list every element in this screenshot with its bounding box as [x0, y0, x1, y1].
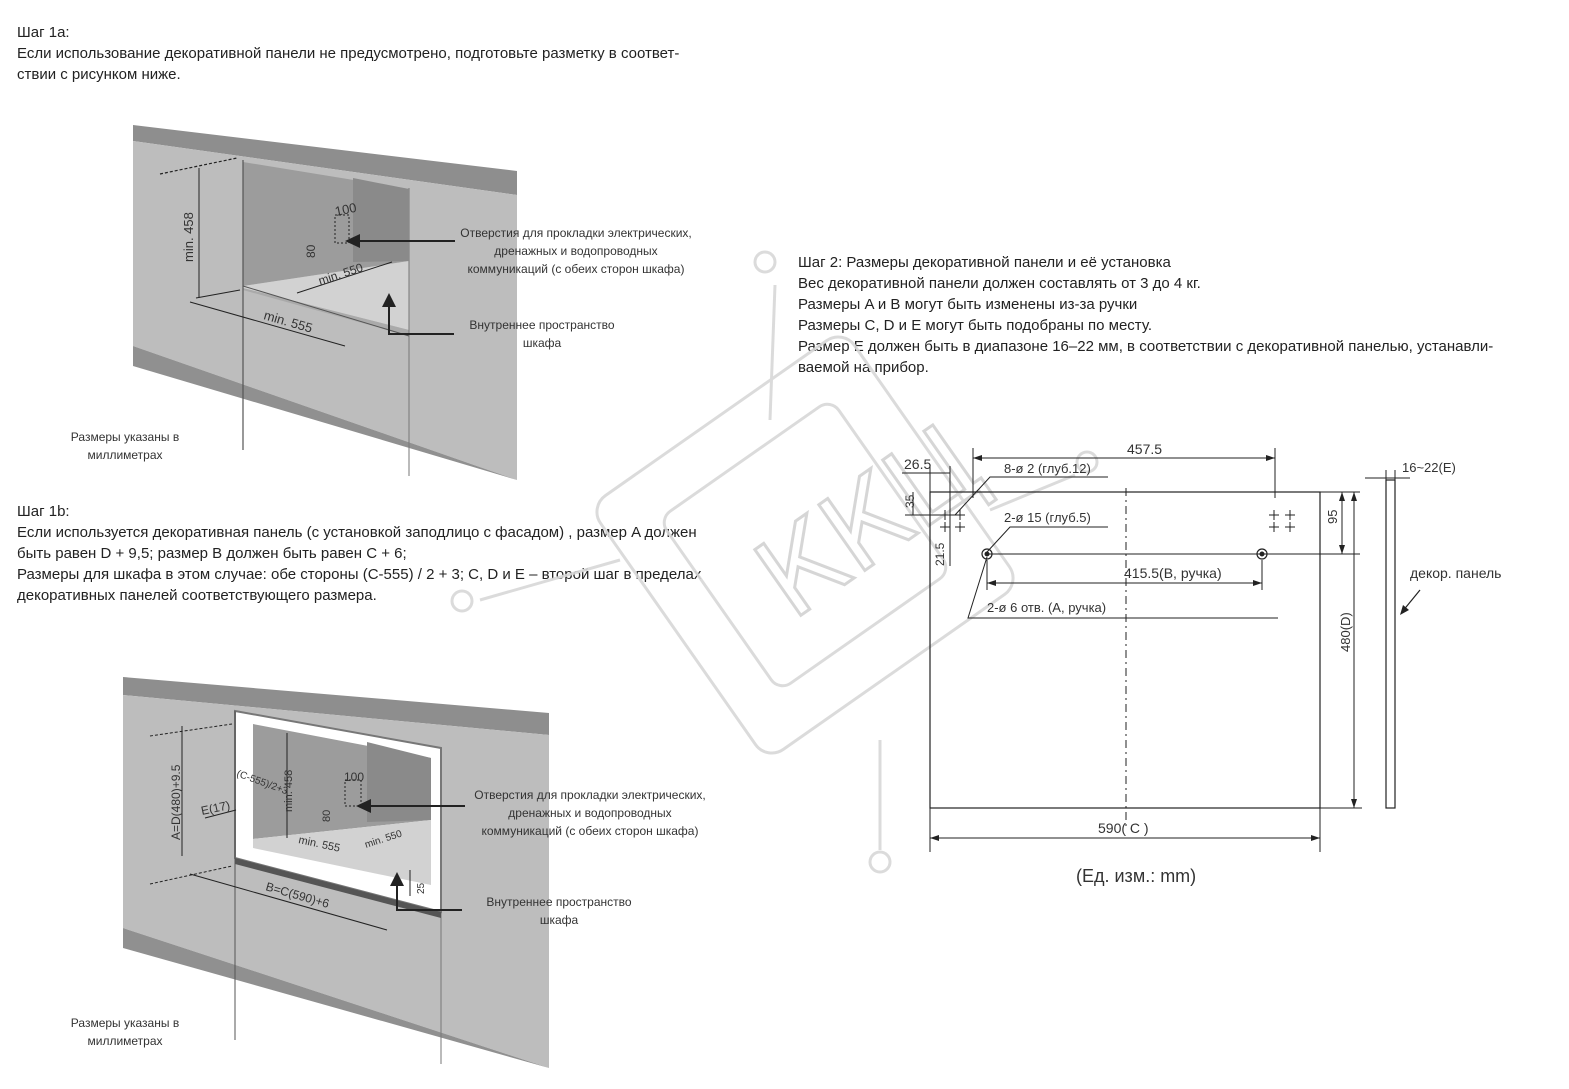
panel-dim-95: 95 — [1325, 510, 1340, 524]
fig2-dim-e: E(17) — [200, 798, 232, 818]
step1a-text: Шаг 1а: Если использование декоративной … — [17, 22, 679, 85]
panel-dim-215: 21.5 — [933, 542, 947, 566]
fig1-dim-height: min. 458 — [181, 212, 196, 262]
step1b-line4: декоративных панелей соответствующего ра… — [17, 587, 377, 604]
fig1-callout-holes: Отверстия для прокладки электрических, д… — [460, 226, 692, 276]
panel-side-label: декор. панель — [1410, 565, 1501, 581]
step1b-line2: быть равен D + 9,5; размер В должен быть… — [17, 545, 407, 562]
panel-dim-e: 16~22(E) — [1402, 460, 1456, 475]
step2-line5: ваемой на прибор. — [798, 359, 929, 376]
fig2-dim-100: 100 — [344, 770, 364, 784]
step1b-line1: Если используется декоративная панель (с… — [17, 524, 697, 541]
step1a-title: Шаг 1а: — [17, 24, 70, 41]
step1a-line1: Если использование декоративной панели н… — [17, 45, 680, 62]
step2-line1: Вес декоративной панели должен составлят… — [798, 275, 1201, 292]
fig2-dim-25: 25 — [416, 882, 427, 894]
step2-line3: Размеры С, D и Е могут быть подобраны по… — [798, 317, 1153, 334]
step2-line2: Размеры A и B могут быть изменены из-за … — [798, 296, 1138, 313]
step1b-title: Шаг 1b: — [17, 503, 70, 520]
figure-1b-cabinet: A=D(480)+9.5 E(17) (C-555)/2+3 min. 458 … — [123, 677, 549, 1068]
fig1-callout-inner: Внутреннее пространство шкафа — [469, 318, 615, 350]
fig2-dim-80: 80 — [321, 810, 333, 822]
step2-text: Шаг 2: Размеры декоративной панели и её … — [798, 252, 1493, 378]
panel-holes-big: 2-ø 15 (глуб.5) — [1004, 510, 1091, 525]
fig2-units-note: Размеры указаны в миллиметрах — [70, 1016, 180, 1048]
panel-dim-590: 590( C ) — [1098, 820, 1149, 836]
panel-arrowheads — [930, 455, 1409, 841]
fig1-units-note: Размеры указаны в миллиметрах — [70, 430, 180, 462]
panel-dim-4155: 415.5(B, ручка) — [1124, 565, 1222, 581]
panel-holes-handle: 2-ø 6 отв. (A, ручка) — [987, 600, 1106, 615]
fig1-dim-100: 100 — [334, 200, 358, 219]
panel-drawing — [902, 448, 1421, 852]
panel-dim-265: 26.5 — [904, 456, 931, 472]
step1b-line3: Размеры для шкафа в этом случае: обе сто… — [17, 566, 702, 583]
panel-dim-35: 35 — [903, 494, 917, 508]
fig2-dim-a: A=D(480)+9.5 — [169, 764, 183, 840]
panel-dim-480: 480(D) — [1338, 612, 1353, 652]
watermark-text: ККЦ — [733, 399, 1004, 642]
step1b-text: Шаг 1b: Если используется декоративная п… — [17, 501, 701, 606]
fig2-callout-holes: Отверстия для прокладки электрических, д… — [474, 788, 706, 838]
panel-dim-4575: 457.5 — [1127, 441, 1162, 457]
fig2-callout-inner: Внутреннее пространство шкафа — [486, 895, 632, 927]
step2-title: Шаг 2: Размеры декоративной панели и её … — [798, 254, 1171, 271]
step2-line4: Размер Е должен быть в диапазоне 16–22 м… — [798, 338, 1494, 355]
panel-holes-small: 8-ø 2 (глуб.12) — [1004, 461, 1091, 476]
fig2-dim-height: min. 458 — [283, 770, 295, 812]
figure-1a-cabinet: min. 458 100 80 min. 550 min. 555 — [133, 125, 517, 480]
step1a-line2: ствии с рисунком ниже. — [17, 66, 181, 83]
fig1-dim-80: 80 — [304, 244, 318, 258]
panel-units: (Ед. изм.: mm) — [1076, 866, 1197, 886]
